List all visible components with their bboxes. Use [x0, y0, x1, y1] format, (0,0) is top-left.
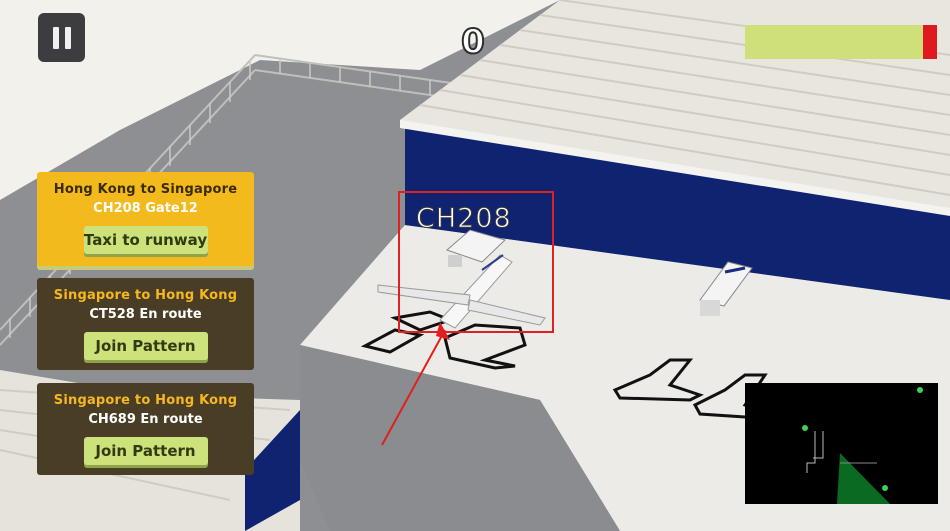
flight-info: CT528 En route	[89, 307, 202, 322]
flight-info: CH208 Gate12	[93, 201, 198, 216]
plane-callsign-label: CH208	[416, 203, 512, 235]
flight-card[interactable]: Singapore to Hong Kong CH689 En route Jo…	[37, 383, 254, 475]
flight-route: Hong Kong to Singapore	[53, 182, 238, 197]
radar-minimap[interactable]	[745, 383, 938, 504]
pause-button[interactable]	[38, 13, 85, 62]
fuel-low-indicator	[923, 25, 937, 59]
flight-card[interactable]: Singapore to Hong Kong CT528 En route Jo…	[37, 278, 254, 370]
radar-display	[802, 387, 923, 504]
score-display: 0	[460, 21, 486, 63]
flight-card-selected[interactable]: Hong Kong to Singapore CH208 Gate12 Taxi…	[37, 172, 254, 266]
flight-route: Singapore to Hong Kong	[53, 393, 238, 408]
taxi-to-runway-button[interactable]: Taxi to runway	[83, 226, 208, 254]
join-pattern-button[interactable]: Join Pattern	[83, 332, 208, 360]
join-pattern-button[interactable]: Join Pattern	[83, 437, 208, 465]
flight-route: Singapore to Hong Kong	[53, 288, 238, 303]
flight-info: CH689 En route	[88, 412, 203, 427]
fuel-bar	[745, 25, 937, 59]
pause-icon	[52, 26, 59, 49]
